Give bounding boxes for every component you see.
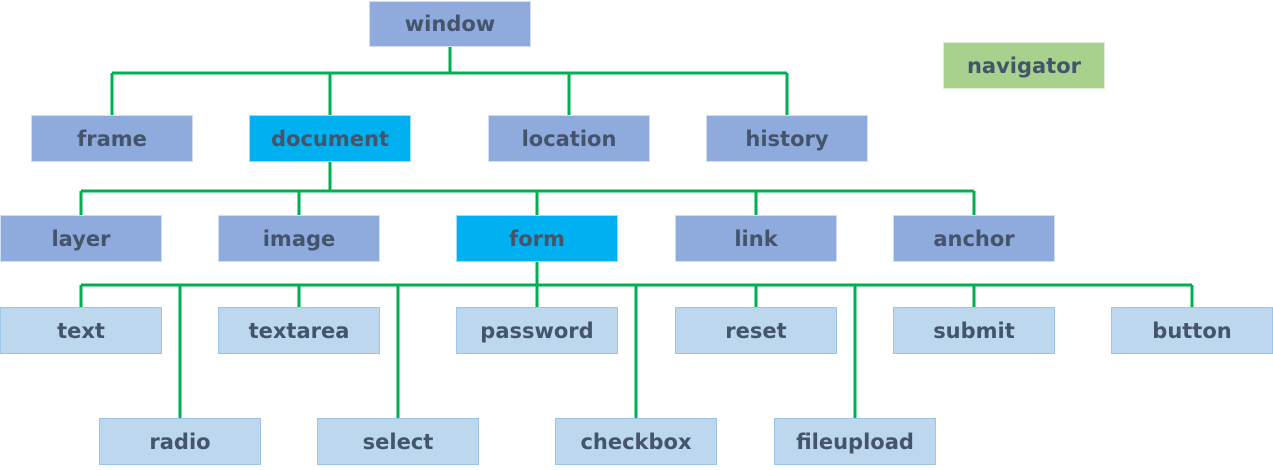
node-form: form (456, 215, 618, 262)
node-location: location (488, 115, 650, 162)
node-history: history (706, 115, 868, 162)
node-navigator: navigator (943, 42, 1105, 89)
node-link: link (675, 215, 837, 262)
node-select: select (317, 418, 479, 465)
node-checkbox: checkbox (555, 418, 717, 465)
node-fileupload: fileupload (774, 418, 936, 465)
node-document: document (249, 115, 411, 162)
node-button: button (1111, 307, 1273, 354)
node-textarea: textarea (218, 307, 380, 354)
node-anchor: anchor (893, 215, 1055, 262)
node-layer: layer (0, 215, 162, 262)
node-reset: reset (675, 307, 837, 354)
node-text: text (0, 307, 162, 354)
node-submit: submit (893, 307, 1055, 354)
node-frame: frame (31, 115, 193, 162)
node-password: password (456, 307, 618, 354)
node-image: image (218, 215, 380, 262)
node-window: window (369, 1, 531, 47)
node-radio: radio (99, 418, 261, 465)
